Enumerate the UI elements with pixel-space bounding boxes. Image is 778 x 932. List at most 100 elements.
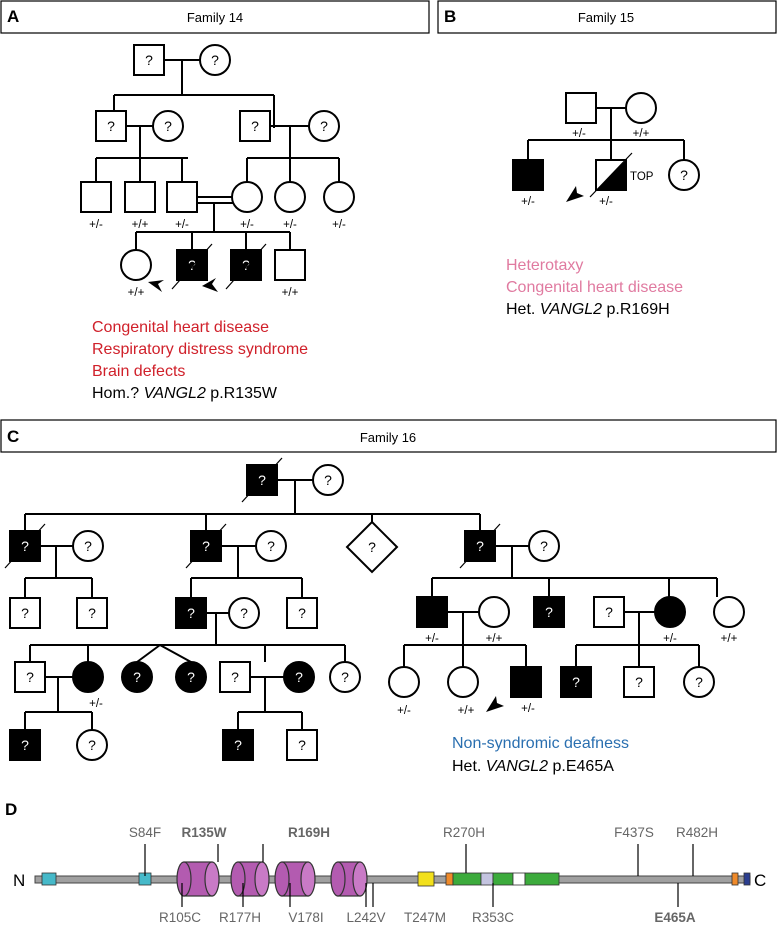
phenotype-label: Non-syndromic deafness (452, 735, 629, 752)
phenotype-label: Brain defects (92, 363, 185, 380)
question-mark: ? (242, 257, 250, 273)
panel-b-letter: B (444, 7, 456, 26)
question-mark: ? (320, 118, 328, 134)
genotype-label: +/- (663, 633, 677, 645)
question-mark: ? (133, 669, 141, 685)
question-mark: ? (188, 257, 196, 273)
genotype-label: +/- (175, 219, 189, 231)
c-terminus-label: C (754, 871, 766, 890)
genotype-label: +/- (425, 633, 439, 645)
mutation-label: R482H (676, 825, 718, 840)
question-mark: ? (107, 118, 115, 134)
question-mark: ? (231, 669, 239, 685)
genotype-label: +/+ (486, 633, 503, 645)
question-mark: ? (545, 604, 553, 620)
genotype-label: +/- (89, 219, 103, 231)
mutation-label: S84F (129, 825, 161, 840)
genotype-label: +/- (572, 128, 586, 140)
top-label: TOP (630, 171, 654, 183)
panel-b-title: Family 15 (578, 10, 634, 25)
panel-d-letter: D (5, 800, 17, 819)
question-mark: ? (605, 604, 613, 620)
question-mark: ? (476, 538, 484, 554)
genotype-label: +/+ (132, 219, 149, 231)
transmembrane-domain-2 (230, 861, 270, 897)
phenotype-label: Congenital heart disease (506, 279, 683, 296)
question-mark: ? (298, 737, 306, 753)
genotype-label: +/- (89, 698, 103, 710)
genotype-label: +/- (521, 703, 535, 715)
mutation-label: T247M (404, 910, 446, 925)
question-mark: ? (267, 538, 275, 554)
question-mark: ? (88, 605, 96, 621)
panel-a: A Family 14 ? ? ? ? ? ? +/- +/+ +/- +/- … (0, 0, 430, 402)
proband-arrow-icon (486, 696, 504, 712)
genotype-label: +/+ (633, 128, 650, 140)
question-mark: ? (295, 669, 303, 685)
question-mark: ? (324, 472, 332, 488)
proband-arrow-icon (566, 186, 584, 202)
genotype-label: +/- (240, 219, 254, 231)
question-mark: ? (84, 538, 92, 554)
question-mark: ? (258, 472, 266, 488)
question-mark: ? (572, 674, 580, 690)
mutation-label: F437S (614, 825, 654, 840)
genotype-label: +/- (283, 219, 297, 231)
panel-a-title: Family 14 (187, 10, 243, 25)
genotype-label: +/- (397, 705, 411, 717)
mutation-label: E465A (654, 910, 696, 925)
transmembrane-domain-1 (176, 861, 220, 897)
question-mark: ? (240, 605, 248, 621)
phenotype-label: Congenital heart disease (92, 319, 269, 336)
question-mark: ? (187, 605, 195, 621)
proband-arrow-icon (202, 278, 218, 292)
question-mark: ? (695, 674, 703, 690)
n-terminus-label: N (13, 871, 25, 890)
question-mark: ? (21, 538, 29, 554)
question-mark: ? (145, 52, 153, 68)
mutation-label: L242V (346, 910, 385, 925)
genotype-label: +/+ (282, 287, 299, 299)
genotype-label: +/- (521, 196, 535, 208)
panel-b: B Family 15 +/- +/+ +/- TOP +/- ? Hetero… (437, 0, 777, 318)
mutation-label: R105C (159, 910, 201, 925)
question-mark: ? (251, 118, 259, 134)
phenotype-label: Heterotaxy (506, 257, 583, 274)
genotype-caption: Het. VANGL2 p.R169H (506, 301, 670, 318)
panel-c-title: Family 16 (360, 430, 416, 445)
question-mark: ? (540, 538, 548, 554)
question-mark: ? (26, 669, 34, 685)
mutation-label: R169H (288, 825, 330, 840)
panel-d: D N C S84F R135W R169H R270H F437S R482H (5, 800, 766, 925)
panel-a-letter: A (7, 7, 19, 26)
question-mark: ? (680, 167, 688, 183)
genotype-label: +/+ (721, 633, 738, 645)
genotype-caption: Het. VANGL2 p.E465A (452, 758, 614, 775)
question-mark: ? (341, 669, 349, 685)
genotype-label: +/- (332, 219, 346, 231)
mutation-label: R177H (219, 910, 261, 925)
mutation-label: R353C (472, 910, 514, 925)
question-mark: ? (635, 674, 643, 690)
question-mark: ? (164, 118, 172, 134)
question-mark: ? (187, 669, 195, 685)
question-mark: ? (21, 605, 29, 621)
genotype-label: +/+ (458, 705, 475, 717)
genotype-label: +/+ (128, 287, 145, 299)
transmembrane-domain-4 (330, 861, 368, 897)
transmembrane-domain-3 (274, 861, 316, 897)
genotype-label: +/- (599, 196, 613, 208)
phenotype-label: Respiratory distress syndrome (92, 341, 308, 358)
mutation-label: V178I (288, 910, 323, 925)
question-mark: ? (298, 605, 306, 621)
mutation-label: R135W (181, 825, 226, 840)
panel-c-letter: C (7, 427, 19, 446)
panel-c: C Family 16 ? ? ? ? ? ? ? ? ? ? ? ? ? ? … (0, 419, 777, 775)
proband-arrow-icon (148, 280, 164, 292)
genotype-caption: Hom.? VANGL2 p.R135W (92, 385, 278, 402)
question-mark: ? (21, 737, 29, 753)
question-mark: ? (211, 52, 219, 68)
question-mark: ? (88, 737, 96, 753)
question-mark: ? (368, 539, 376, 555)
question-mark: ? (234, 737, 242, 753)
